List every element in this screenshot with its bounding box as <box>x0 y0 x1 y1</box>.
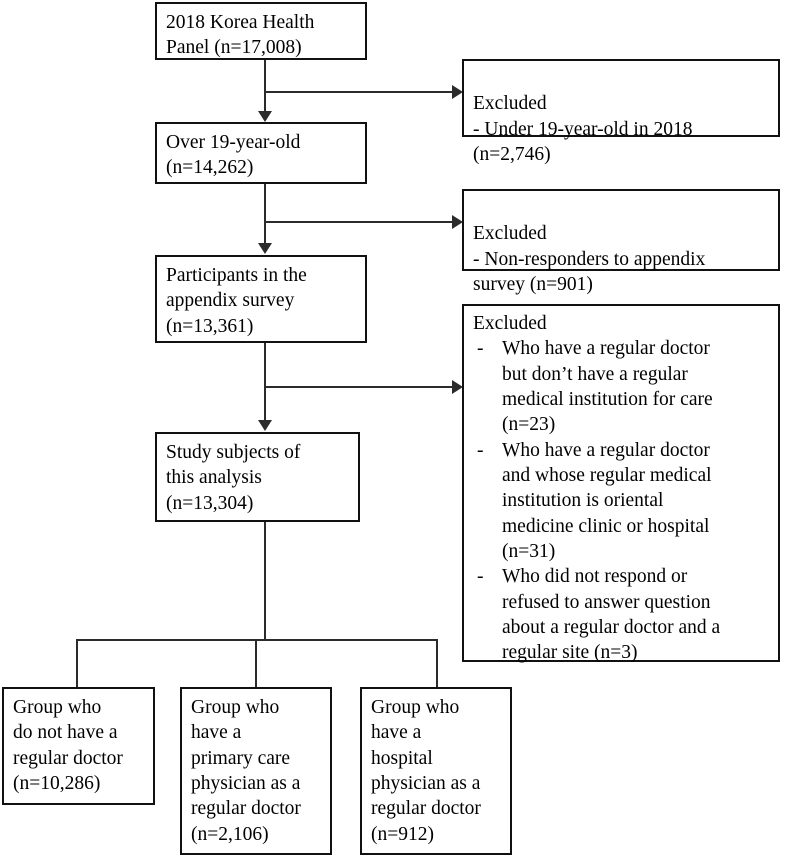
excluded-heading: Excluded <box>473 223 547 245</box>
node-source-population: 2018 Korea Health Panel (n=17,008) <box>155 2 367 60</box>
excluded-item-text: - <box>473 248 480 270</box>
node-excluded-regular-doctor-criteria: Excluded -Who have a regular doctor but … <box>462 304 780 665</box>
arrowhead-to-study-subjects <box>258 420 272 431</box>
node-group-hospital-physician: Group who have a hospital physician as a… <box>360 687 512 855</box>
node-group-no-regular-doctor: Group who do not have a regular doctor (… <box>2 687 155 805</box>
list-item: -Who did not respond or refused to answe… <box>473 564 770 665</box>
excluded-heading: Excluded <box>473 313 547 334</box>
node-study-subjects: Study subjects of this analysis (n=13,30… <box>155 432 360 522</box>
node-appendix-participants: Participants in the appendix survey (n=1… <box>155 255 367 343</box>
list-item: -Who have a regular doctor and whose reg… <box>473 438 770 565</box>
arrowhead-to-excluded-criteria <box>452 380 463 394</box>
list-item: -Who have a regular doctor but don’t hav… <box>473 336 770 437</box>
node-excluded-non-responders: Excluded - Non-responders to appendix sur… <box>462 189 780 295</box>
excluded-heading: Excluded <box>473 93 547 115</box>
connector-drop-group-1 <box>76 639 78 688</box>
list-item-text: Who have a regular doctor and whose regu… <box>502 439 712 563</box>
arrowhead-to-over-19 <box>258 111 272 122</box>
list-item-text: Who have a regular doctor but don’t have… <box>502 338 713 436</box>
list-dash: - <box>477 439 484 461</box>
node-group-primary-care-physician: Group who have a primary care physician … <box>180 687 332 855</box>
connector-drop-group-3 <box>436 639 438 688</box>
arrowhead-to-excluded-under-19 <box>452 85 463 99</box>
connector-branch-excluded-1 <box>264 91 455 93</box>
connector-trunk-2 <box>264 184 266 244</box>
connector-branch-excluded-2 <box>264 221 455 223</box>
connector-drop-group-2 <box>255 639 257 688</box>
excluded-item-text: - <box>473 118 480 140</box>
connector-trunk-4 <box>264 522 266 641</box>
connector-branch-excluded-3 <box>264 386 455 388</box>
arrowhead-to-excluded-non-responders <box>452 215 463 229</box>
list-item-text: Who did not respond or refused to answer… <box>502 566 721 664</box>
excluded-item-body: Non-responders to appendix survey (n=901… <box>473 248 706 296</box>
arrowhead-to-appendix-participants <box>258 243 272 254</box>
excluded-criteria-list: -Who have a regular doctor but don’t hav… <box>473 336 770 665</box>
connector-group-splitter <box>76 639 438 641</box>
node-over-19: Over 19-year-old (n=14,262) <box>155 122 367 184</box>
node-excluded-under-19: Excluded - Under 19-year-old in 2018 (n=2… <box>462 59 780 165</box>
excluded-item-body: Under 19-year-old in 2018 (n=2,746) <box>473 118 693 166</box>
connector-trunk-1 <box>264 60 266 113</box>
connector-trunk-3 <box>264 343 266 421</box>
list-dash: - <box>477 566 484 588</box>
list-dash: - <box>477 338 484 360</box>
